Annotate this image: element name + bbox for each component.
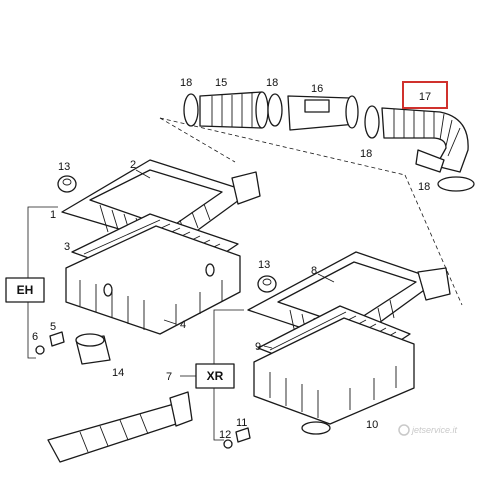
lower-housing-10-ribs <box>269 366 397 418</box>
label-18-a: 18 <box>180 77 192 89</box>
label-16: 16 <box>311 83 323 95</box>
label-12: 12 <box>219 429 231 441</box>
air-flow-meter-end <box>345 95 359 129</box>
label-6: 6 <box>32 331 38 343</box>
grommet-13-upper-body <box>57 175 77 193</box>
intake-duct-1-body <box>47 403 183 463</box>
filter-inlet-snout-lower <box>417 267 451 301</box>
lower-housing-4-clip-a <box>103 283 113 297</box>
sensor-5 <box>49 331 65 347</box>
label-1: 1 <box>50 209 56 221</box>
intake-hose-assembly <box>183 91 475 192</box>
grommet-13-lower-hole <box>262 278 272 286</box>
sensor-5-and-screw-6 <box>35 331 65 355</box>
intake-duct-1-flange <box>169 391 193 427</box>
leader-2 <box>135 169 151 179</box>
label-8: 8 <box>311 265 317 277</box>
hose-clamp-right <box>364 105 380 139</box>
lower-housing-4 <box>65 225 241 335</box>
assembly-line-right <box>404 174 463 306</box>
hose-section-15-end <box>255 91 269 129</box>
air-flow-meter-sensor <box>304 99 330 113</box>
hose-clamp-bottom <box>437 176 475 192</box>
air-filter-housing-lower <box>247 251 451 435</box>
leader-9 <box>263 345 273 349</box>
xr-label: XR <box>207 369 224 383</box>
hose-coupling-14 <box>75 333 111 365</box>
lower-housing-4-ribs <box>79 280 223 330</box>
label-7: 7 <box>166 371 172 383</box>
label-17: 17 <box>419 91 431 103</box>
part-12 <box>223 439 233 449</box>
label-15: 15 <box>215 77 227 89</box>
air-filter-housing-upper <box>61 159 261 335</box>
grommet-13-upper-hole <box>62 178 72 186</box>
hose-section-15-ribs <box>211 93 253 128</box>
label-9: 9 <box>255 341 261 353</box>
hose-clamp-left <box>183 93 199 127</box>
intake-duct-1 <box>47 391 193 463</box>
label-10: 10 <box>366 419 378 431</box>
leader-8 <box>317 273 335 283</box>
label-4: 4 <box>180 319 186 331</box>
grommet-13-upper <box>57 175 77 193</box>
leader-4 <box>163 319 177 325</box>
label-11: 11 <box>236 417 247 429</box>
intake-duct-1-ribs <box>79 413 149 453</box>
screw-6 <box>35 345 45 355</box>
label-13-a: 13 <box>58 161 70 173</box>
eh-label-box <box>5 277 45 303</box>
filter-inlet-snout <box>231 171 261 205</box>
eh-label: EH <box>17 283 34 297</box>
lower-housing-4-clip-b <box>205 263 215 277</box>
hose-coupling-14-end <box>75 333 105 347</box>
hose-clamp-mid <box>267 93 283 127</box>
corrugated-hose-17-ribs <box>393 109 461 157</box>
watermark-text: jetservice.it <box>411 425 458 435</box>
label-14: 14 <box>112 367 124 379</box>
part-11 <box>235 427 251 443</box>
label-18-b: 18 <box>266 77 278 89</box>
label-13-b: 13 <box>258 259 270 271</box>
parts-11-12 <box>223 427 251 449</box>
label-18-d: 18 <box>418 181 430 193</box>
label-18-c: 18 <box>360 148 372 160</box>
label-5: 5 <box>50 321 56 333</box>
highlight-box-17 <box>402 81 448 109</box>
label-2: 2 <box>130 159 136 171</box>
hose-section-15 <box>199 91 263 129</box>
grommet-13-lower <box>257 275 277 293</box>
watermark-logo-icon <box>398 424 410 436</box>
grommet-13-lower-body <box>257 275 277 293</box>
watermark: jetservice.it <box>398 424 458 436</box>
xr-label-box <box>195 363 235 389</box>
lower-housing-10-outlet <box>301 421 331 435</box>
assembly-line-left <box>159 117 236 163</box>
corrugated-hose-17-outlet <box>415 149 445 173</box>
label-3: 3 <box>64 241 70 253</box>
